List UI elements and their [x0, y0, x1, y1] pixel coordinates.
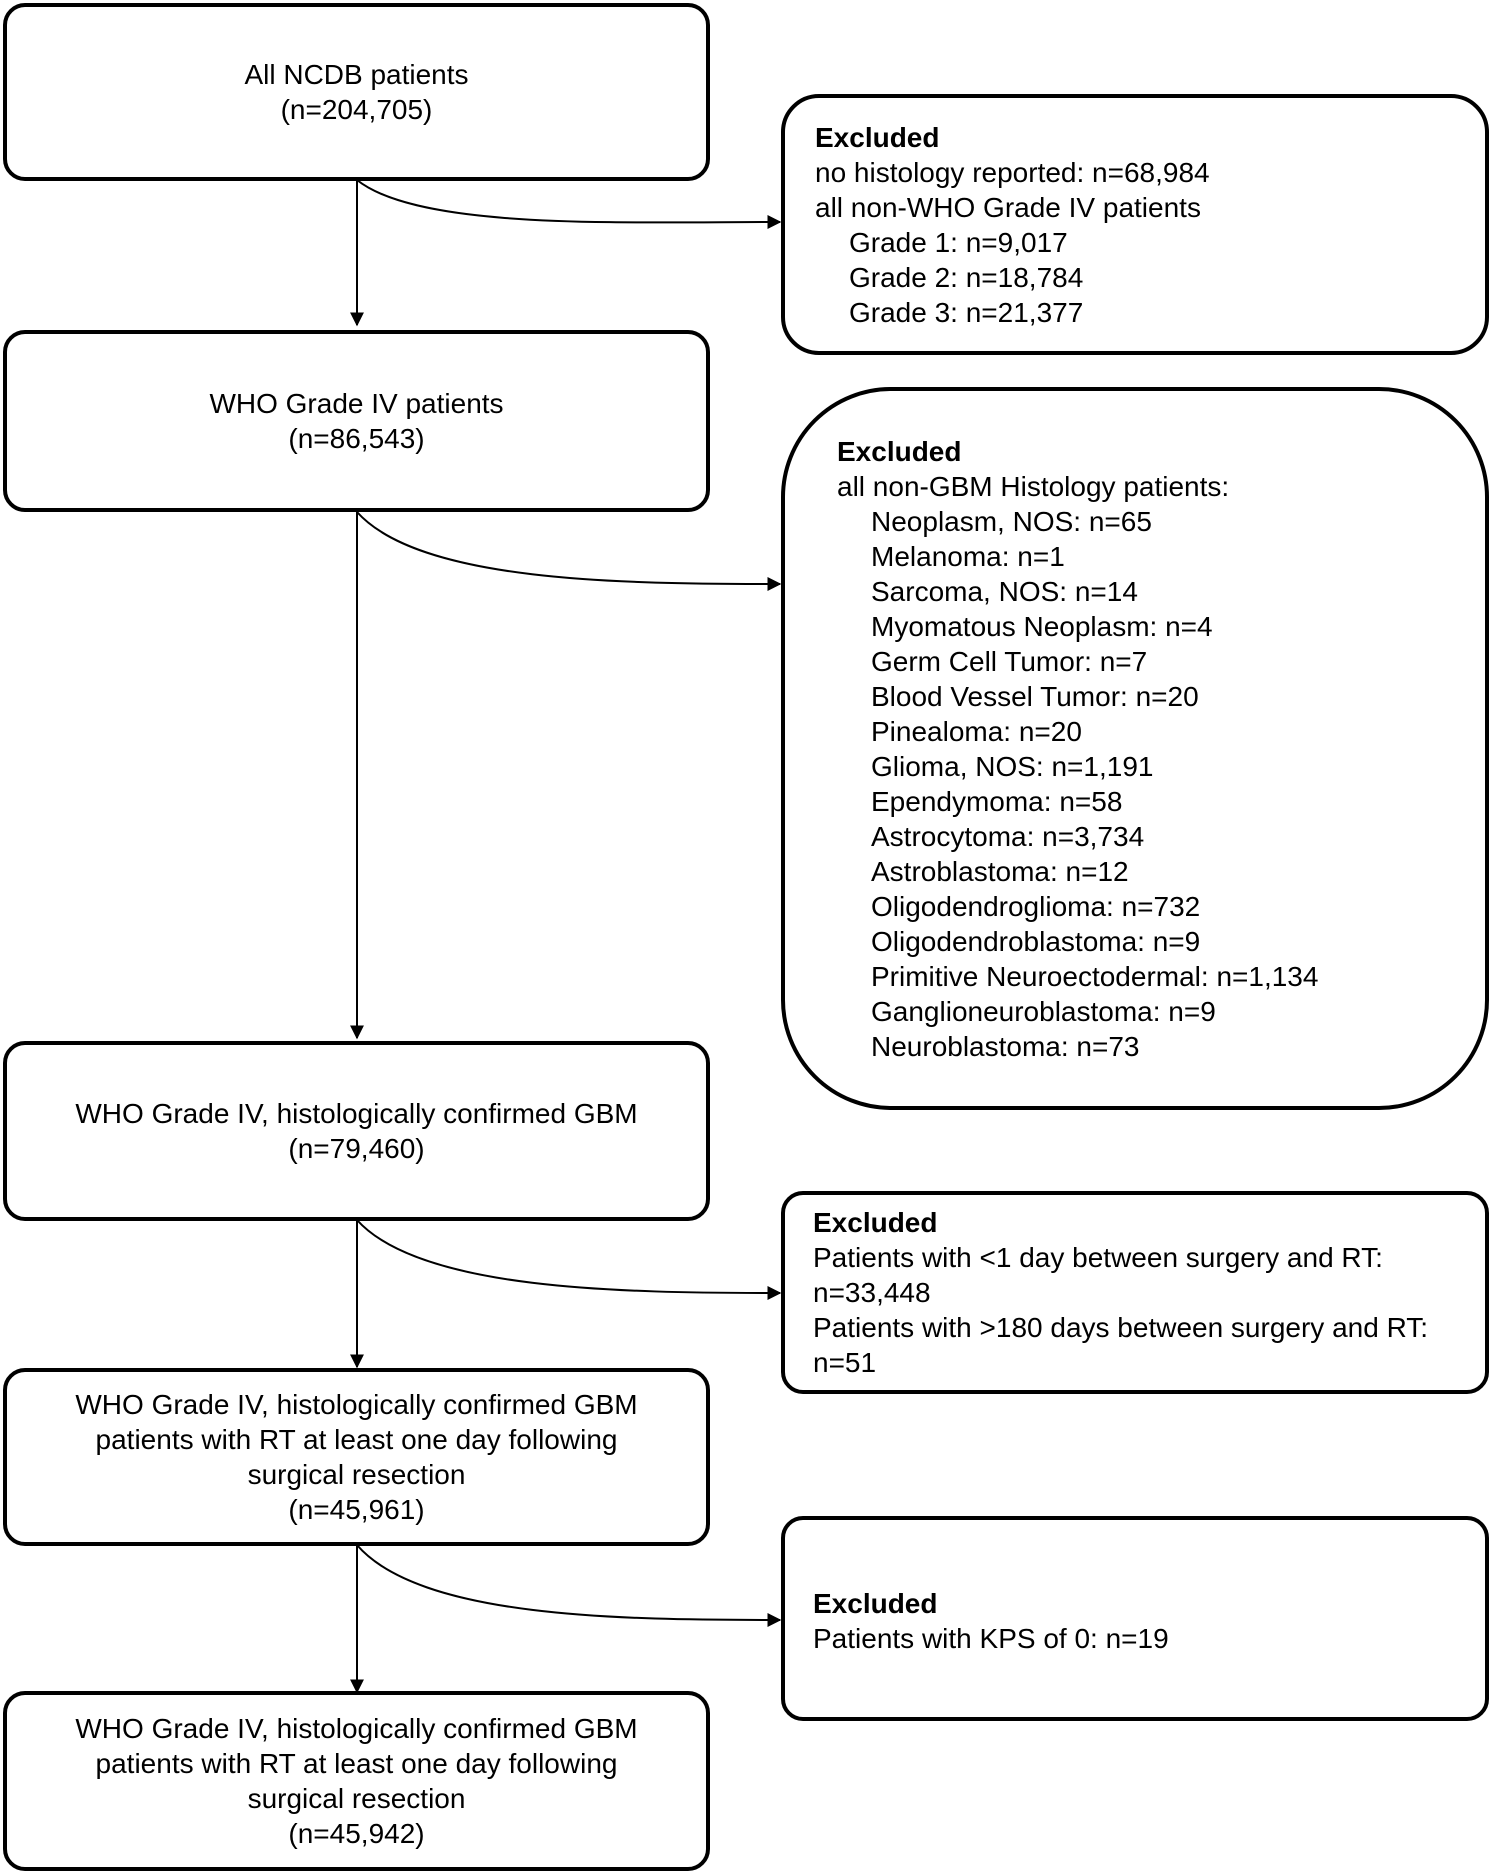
excluded-sub-item: Astrocytoma: n=3,734	[871, 820, 1145, 852]
excluded-sub-item: Germ Cell Tumor: n=7	[871, 645, 1148, 677]
box-confirmed-gbm: WHO Grade IV, histologically confirmed G…	[3, 1041, 710, 1221]
excluded-sub-item: Myomatous Neoplasm: n=4	[871, 610, 1213, 642]
box-text-line: WHO Grade IV, histologically confirmed G…	[75, 1098, 638, 1129]
excluded-sub-item: Ganglioneuroblastoma: n=9	[871, 995, 1216, 1027]
box-text-line: patients with RT at least one day follow…	[95, 1424, 618, 1455]
excluded-sub-item: Primitive Neuroectodermal: n=1,134	[871, 960, 1319, 992]
box-gbm-rt-after-resection: WHO Grade IV, histologically confirmed G…	[3, 1368, 710, 1546]
arrow-excluded-4	[356, 1544, 782, 1627]
excluded-heading: Excluded	[837, 435, 962, 467]
box-text-line: surgical resection	[247, 1783, 466, 1814]
excluded-sub-item: Ependymoma: n=58	[871, 785, 1123, 817]
excluded-line: Patients with >180 days between surgery …	[813, 1312, 1429, 1343]
excluded-heading: Excluded	[813, 1207, 938, 1238]
box-text-line: (n=45,942)	[288, 1818, 425, 1849]
excluded-sub-item: Pinealoma: n=20	[871, 715, 1082, 747]
arrow-excluded-3	[356, 1219, 782, 1300]
arrow-excluded-1	[356, 179, 782, 230]
excluded-sub-item: Grade 3: n=21,377	[849, 296, 1084, 328]
box-who-grade-iv-patients: WHO Grade IV patients (n=86,543)	[3, 330, 710, 512]
excluded-sub-item: Grade 2: n=18,784	[849, 261, 1084, 293]
excluded-sub-item: Blood Vessel Tumor: n=20	[871, 680, 1199, 712]
excluded-line: n=33,448	[813, 1277, 931, 1308]
box-all-ncdb-patients: All NCDB patients (n=204,705)	[3, 3, 710, 181]
box-text-line: (n=204,705)	[280, 94, 433, 125]
box-text-line: (n=79,460)	[288, 1133, 425, 1164]
box-text-line: patients with RT at least one day follow…	[95, 1748, 618, 1779]
excluded-sub-item: Glioma, NOS: n=1,191	[871, 750, 1154, 782]
excluded-sub-item: Oligodendroblastoma: n=9	[871, 925, 1201, 957]
excluded-line: Patients with <1 day between surgery and…	[813, 1242, 1383, 1273]
excluded-sub-item: Melanoma: n=1	[871, 540, 1065, 572]
excluded-heading: Excluded	[815, 121, 940, 153]
excluded-sub-item: Grade 1: n=9,017	[849, 226, 1068, 258]
box-final-cohort: WHO Grade IV, histologically confirmed G…	[3, 1691, 710, 1871]
excluded-heading: Excluded	[813, 1588, 938, 1619]
excluded-line: all non-GBM Histology patients:	[837, 470, 1230, 502]
excluded-line: n=51	[813, 1347, 877, 1378]
excluded-sub-item: Oligodendroglioma: n=732	[871, 890, 1201, 922]
box-text-line: (n=45,961)	[288, 1494, 425, 1525]
box-text-line: surgical resection	[247, 1459, 466, 1490]
box-text-line: WHO Grade IV, histologically confirmed G…	[75, 1713, 638, 1744]
box-text-line: WHO Grade IV, histologically confirmed G…	[75, 1389, 638, 1420]
box-text-line: (n=86,543)	[288, 423, 425, 454]
box-text-line: WHO Grade IV patients	[209, 388, 504, 419]
excluded-line: Patients with KPS of 0: n=19	[813, 1623, 1169, 1654]
excluded-line: no histology reported: n=68,984	[815, 156, 1210, 188]
box-text-line: All NCDB patients	[244, 59, 469, 90]
excluded-sub-item: Sarcoma, NOS: n=14	[871, 575, 1138, 607]
excluded-line: all non-WHO Grade IV patients	[815, 191, 1201, 223]
excluded-sub-item: Astroblastoma: n=12	[871, 855, 1129, 887]
excluded-sub-item: Neuroblastoma: n=73	[871, 1030, 1140, 1062]
excluded-sub-item: Neoplasm, NOS: n=65	[871, 505, 1152, 537]
arrow-excluded-2	[356, 511, 782, 591]
